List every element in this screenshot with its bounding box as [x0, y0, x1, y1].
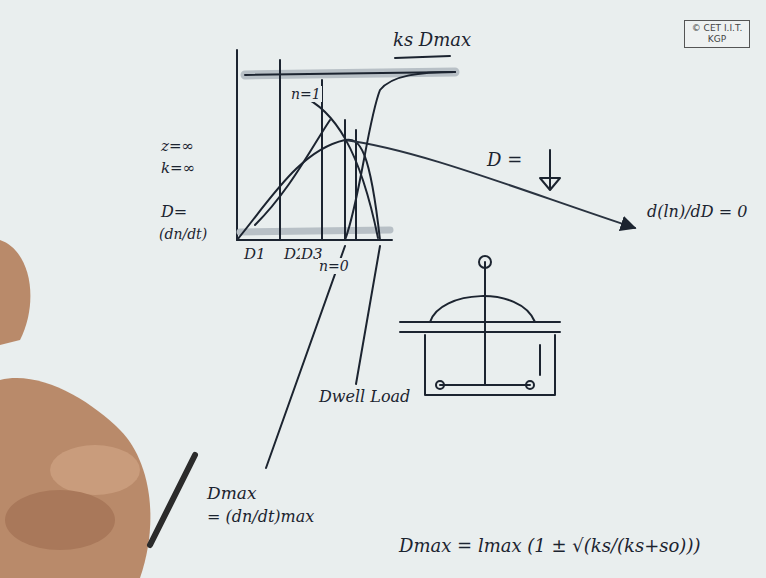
title: ks Dmax — [392, 30, 472, 51]
leader-line — [356, 246, 380, 384]
grid-lines — [280, 60, 356, 240]
plate — [400, 322, 560, 332]
handwritten-label: D = — [486, 150, 523, 171]
stamp-text: © CET I.I.T. KGP — [685, 23, 749, 45]
wheel — [436, 381, 444, 389]
underline — [395, 56, 450, 58]
handwritten-label: D= — [160, 203, 188, 221]
falling-curve — [300, 95, 378, 238]
long-curve — [345, 140, 635, 228]
spring — [539, 345, 541, 375]
handwritten-label: (dn/dt) — [158, 226, 208, 242]
handwritten-label: D1 — [243, 246, 267, 263]
handwritten-label: d(ln)/dD = 0 — [646, 203, 748, 221]
stamp-box: © CET I.I.T. KGP — [684, 20, 750, 48]
handwritten-label: n=1 — [290, 86, 322, 102]
symbol — [540, 150, 560, 190]
handwritten-label: = (dn/dt)max — [206, 508, 315, 526]
leader-line — [266, 246, 345, 468]
inner-curve — [255, 120, 330, 225]
wheel — [526, 381, 534, 389]
handwritten-label: Dmax = lmax (1 ± √(ks/(ks+so))) — [398, 536, 701, 557]
handwritten-label: Dwell Load — [318, 388, 411, 406]
hand — [0, 240, 195, 578]
rising-curve — [345, 72, 455, 240]
handwritten-label: k=∞ — [160, 160, 196, 177]
handwritten-label: n=0 — [318, 258, 350, 274]
hump — [430, 296, 535, 322]
handwritten-label: Dmax — [206, 484, 257, 504]
pin — [479, 256, 491, 268]
rod — [440, 262, 530, 385]
handwritten-label: z=∞ — [160, 138, 195, 155]
base-band — [240, 230, 390, 232]
